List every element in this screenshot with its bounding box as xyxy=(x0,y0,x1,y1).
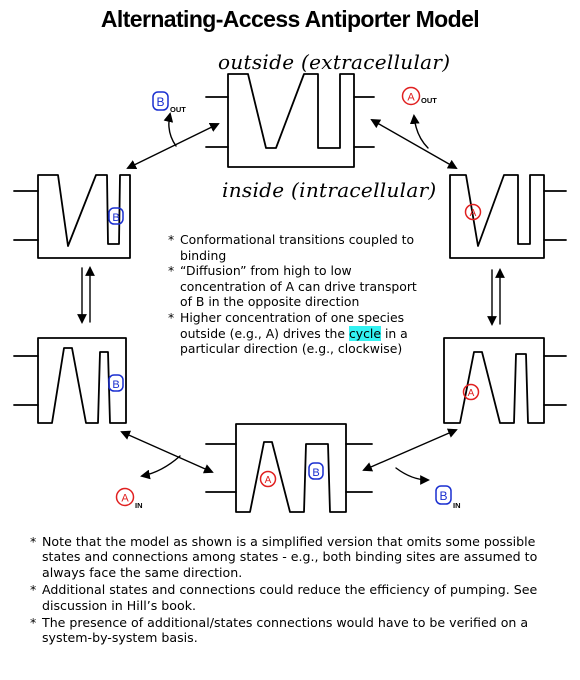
bound-b-marker: B xyxy=(108,374,124,392)
cycle-highlight: cycle xyxy=(348,325,381,341)
svg-text:A: A xyxy=(407,92,415,104)
svg-text:B: B xyxy=(312,467,319,479)
transporter-outward-a-bound xyxy=(449,174,545,259)
a-release-arrow xyxy=(140,455,181,480)
transporter-inward-b-bound xyxy=(37,337,127,424)
a-in-label: A IN xyxy=(115,487,143,510)
bound-b-marker: B xyxy=(108,207,124,225)
transporter-outward-empty xyxy=(227,73,355,168)
bottom-notes: Note that the model as shown is a simpli… xyxy=(30,534,570,648)
bound-a-marker: A xyxy=(462,383,480,401)
bound-a-marker: A xyxy=(464,203,482,221)
bound-b-marker: B xyxy=(308,462,324,480)
center-notes: Conformational transitions coupled to bi… xyxy=(168,232,428,357)
center-note: Higher concentration of one species outs… xyxy=(168,310,428,357)
b-release-arrow xyxy=(395,467,430,485)
transporter-inward-empty xyxy=(235,423,347,513)
bottom-note: Note that the model as shown is a simpli… xyxy=(30,534,570,580)
center-note: “Diffusion” from high to low concentrati… xyxy=(168,263,428,310)
svg-text:B: B xyxy=(112,212,119,224)
diagonal-double-arrow xyxy=(120,430,214,474)
b-out-label: B OUT xyxy=(152,91,186,114)
center-note-text: Higher concentration of one species outs… xyxy=(180,309,405,341)
svg-text:A: A xyxy=(468,388,475,399)
b-in-label: B IN xyxy=(435,485,461,510)
diagonal-double-arrow xyxy=(362,428,458,472)
svg-text:OUT: OUT xyxy=(170,105,186,114)
bottom-note: The presence of additional/states connec… xyxy=(30,615,570,646)
svg-text:A: A xyxy=(121,493,129,505)
inside-label: inside (intracellular) xyxy=(222,178,437,202)
diagram-title: Alternating-Access Antiporter Model xyxy=(100,6,480,32)
svg-text:A: A xyxy=(265,475,272,486)
svg-text:A: A xyxy=(470,208,477,219)
transporter-inward-a-bound xyxy=(443,337,545,424)
svg-text:B: B xyxy=(439,489,447,503)
b-release-arrow xyxy=(163,112,177,147)
outside-label: outside (extracellular) xyxy=(218,50,451,74)
svg-text:IN: IN xyxy=(453,501,461,510)
svg-text:IN: IN xyxy=(135,501,143,510)
transporter-outward-b-bound xyxy=(37,174,131,259)
svg-text:B: B xyxy=(112,379,119,391)
diagonal-double-arrow xyxy=(126,123,220,169)
a-out-label: A OUT xyxy=(401,86,437,106)
center-note-text: in a particular direction (e.g., clockwi… xyxy=(180,325,408,357)
bottom-note: Additional states and connections could … xyxy=(30,582,570,613)
center-note: Conformational transitions coupled to bi… xyxy=(168,232,428,263)
a-release-arrow xyxy=(409,114,429,149)
svg-text:B: B xyxy=(156,95,164,109)
bound-a-marker: A xyxy=(259,470,277,488)
svg-text:OUT: OUT xyxy=(421,96,437,105)
diagonal-double-arrow xyxy=(370,119,458,169)
